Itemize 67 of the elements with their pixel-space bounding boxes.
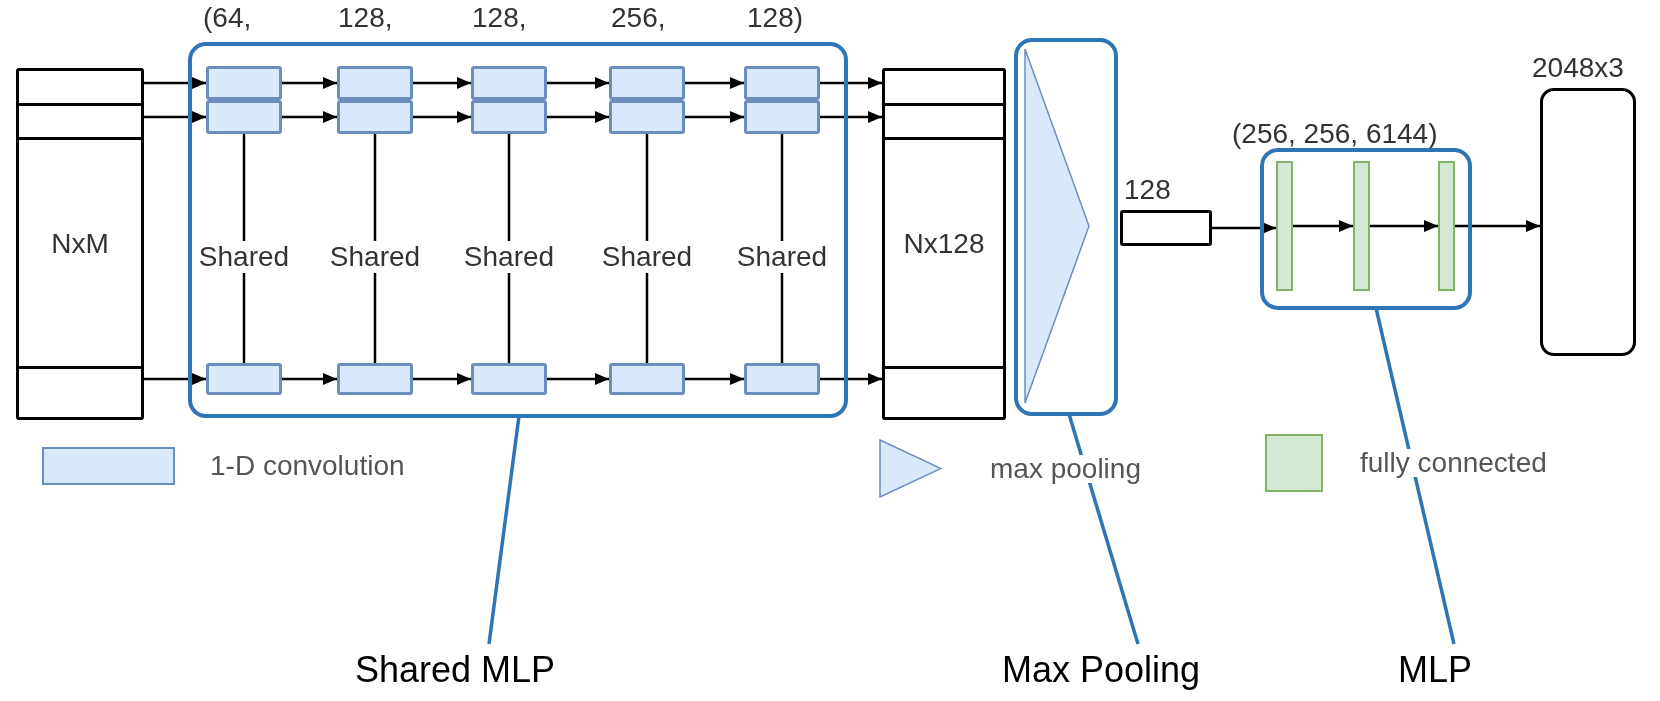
legend-label: max pooling (990, 454, 1141, 483)
arrow (413, 111, 471, 123)
arrow (144, 373, 206, 385)
edge-label: Shared (463, 240, 555, 273)
convolution-box (337, 100, 413, 134)
arrow (820, 77, 882, 89)
convolution-box (744, 66, 820, 100)
layer-size-label: 128, (472, 4, 527, 32)
layer-size-label: 256, (611, 4, 666, 32)
callout-label: Shared MLP (355, 648, 555, 692)
leader-line (1374, 307, 1456, 645)
convolution-box (337, 363, 413, 395)
max-pooling-triangle (1024, 48, 1090, 404)
arrow (547, 111, 609, 123)
leader-line (487, 415, 521, 645)
convolution-box (337, 66, 413, 100)
convolution-box (206, 66, 282, 100)
callout-label: Max Pooling (995, 648, 1207, 692)
arrow (820, 373, 882, 385)
arrow (1212, 222, 1276, 234)
arrow (1455, 220, 1540, 232)
legend-label: fully connected (1360, 449, 1547, 477)
layer-size-label: 128, (338, 4, 393, 32)
fully-connected-bar (1353, 161, 1370, 291)
arrow (144, 77, 206, 89)
arrow (547, 373, 609, 385)
arrow (282, 77, 337, 89)
edge-label: Shared (198, 240, 290, 273)
arrow (413, 77, 471, 89)
layer-size-label: 128) (747, 4, 804, 32)
arrow (820, 111, 882, 123)
arrow (547, 77, 609, 89)
convolution-box (744, 100, 820, 134)
convolution-box (471, 363, 547, 395)
edge-label: Shared (329, 240, 421, 273)
arrow (282, 111, 337, 123)
arrow (1293, 220, 1353, 232)
convolution-box (609, 363, 685, 395)
arrow (685, 77, 744, 89)
edge-label: Shared (601, 240, 693, 273)
convolution-box (609, 66, 685, 100)
arrow (685, 373, 744, 385)
convolution-box (744, 363, 820, 395)
mlp-outline (1260, 148, 1472, 310)
convolution-box (609, 100, 685, 134)
max-pooling-outline (1014, 38, 1118, 416)
callout-label: MLP (1395, 648, 1475, 692)
convolution-box (471, 100, 547, 134)
feature-matrix-box: NxM (16, 68, 144, 420)
layer-size-label: 128 (1124, 176, 1171, 204)
convolution-box (206, 363, 282, 395)
arrow (282, 373, 337, 385)
arrow (413, 373, 471, 385)
edge-label: Shared (736, 240, 828, 273)
fully-connected-bar (1438, 161, 1455, 291)
convolution-box (471, 66, 547, 100)
arrow (144, 111, 206, 123)
convolution-box (206, 100, 282, 134)
layer-size-label: (256, 256, 6144) (1232, 120, 1438, 148)
feature-matrix-box: Nx128 (882, 68, 1006, 420)
shared-mlp-outline (188, 42, 848, 418)
arrow (1370, 220, 1438, 232)
fully-connected-bar (1276, 161, 1293, 291)
arrow (685, 111, 744, 123)
leader-line (1067, 413, 1140, 645)
layer-size-label: 2048x3 (1532, 54, 1624, 82)
layer-size-label: (64, (203, 4, 252, 32)
